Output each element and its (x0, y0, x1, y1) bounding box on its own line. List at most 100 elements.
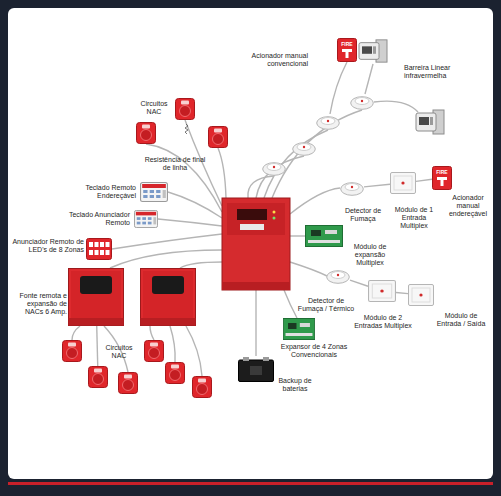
device-label: Módulo de expansão Multiplex (344, 243, 396, 267)
control-panel (273, 211, 276, 214)
device-icon (305, 225, 343, 247)
control-panel (237, 209, 267, 220)
device-label: Backup de baterias (270, 377, 320, 393)
device-icon (69, 269, 124, 326)
device-icon (134, 210, 157, 227)
device-icon (409, 285, 434, 306)
device-node: Backup de baterias (238, 356, 274, 382)
nac-device (119, 373, 138, 394)
device-icon (433, 167, 452, 190)
device-icon (134, 210, 158, 228)
device-icon (176, 99, 195, 120)
wire (284, 290, 297, 318)
wire (72, 326, 80, 340)
control-panel (273, 217, 276, 220)
device-icon (408, 284, 434, 306)
device-node: Módulo de 2 Entradas Multiplex (368, 280, 396, 302)
device-icon (327, 271, 350, 284)
end-of-line-resistor (185, 124, 188, 134)
control-panel (227, 203, 285, 235)
device-icon (175, 98, 195, 120)
nac-device (63, 123, 228, 398)
page-frame (8, 8, 493, 485)
device-node: Módulo de expansão Multiplex (305, 225, 343, 247)
wire (168, 192, 222, 218)
smoke-detector (263, 163, 286, 176)
device-icon (283, 319, 314, 340)
device-icon (86, 238, 112, 260)
device-label: Fonte remota e expansão de NACs 6 Amp. (12, 292, 67, 316)
device-label: Circuitos NAC (134, 100, 174, 116)
device-label: Detector de Fumaça / Térmico (296, 297, 356, 313)
device-node: Teclado Anunciador Remoto (134, 210, 158, 228)
device-icon (326, 268, 350, 284)
control-panel (222, 282, 290, 290)
device-icon (140, 182, 168, 202)
device-icon (89, 367, 108, 388)
wire (112, 234, 222, 249)
wire-connector (364, 184, 390, 187)
device-label: Barreira Linear infravermelha (404, 64, 466, 80)
wire (248, 176, 274, 198)
device-icon (369, 281, 396, 302)
nac-device (166, 363, 185, 384)
wire (170, 326, 175, 362)
device-node: Anunciador Remoto de LED's de 8 Zonas (86, 238, 112, 260)
smoke-detector (317, 117, 340, 130)
device-label: Teclado Anunciador Remoto (50, 211, 130, 227)
wire (186, 326, 202, 376)
device-marking: FIRE (337, 41, 357, 47)
smoke-detector (263, 97, 374, 176)
device-node: Acionador manual endereçávelFIRE (432, 166, 452, 190)
wire (218, 148, 226, 198)
wire (150, 326, 154, 340)
device-icon (358, 38, 388, 64)
wire (365, 64, 373, 94)
device-node: Expansor de 4 Zonas Convencionais (283, 318, 315, 340)
device-label: Teclado Remoto Endereçável (64, 184, 136, 200)
beam-unit (416, 110, 444, 134)
page-frame (8, 8, 493, 479)
wire (330, 62, 347, 114)
device-node: Barreira Linear infravermelha (358, 38, 388, 64)
device-label: Expansor de 4 Zonas Convencionais (280, 343, 348, 359)
smoke-detector (351, 97, 374, 110)
nac-device (145, 341, 164, 362)
nac-device (193, 377, 212, 398)
device-label: Circuitos NAC (98, 344, 140, 360)
device-icon (390, 172, 416, 194)
nac-device (63, 341, 82, 362)
device-icon (68, 268, 124, 326)
device-node: Módulo de 1 Entrada Multiplex (390, 172, 416, 194)
wire (255, 290, 256, 356)
smoke-detector (293, 143, 316, 156)
nac-device (209, 127, 228, 148)
device-icon (239, 357, 274, 382)
device-node: Acionador manual convencionalFIRE (337, 38, 357, 62)
device-node: Teclado Remoto Endereçável (140, 182, 168, 202)
device-icon (141, 183, 168, 202)
wire-connector (396, 292, 408, 293)
device-icon (368, 280, 396, 302)
device-node: Módulo de Entrada / Saída (408, 284, 434, 306)
device-node: Fonte remota e expansão de NACs 6 Amp. (68, 268, 124, 326)
end-of-line-resistor (185, 124, 188, 134)
wire (256, 156, 304, 198)
device-label: Anunciador Remoto de LED's de 8 Zonas (10, 238, 84, 254)
wire-connector (416, 179, 432, 181)
wire-connector (350, 280, 368, 286)
control-panel (222, 198, 290, 290)
control-panel (222, 198, 290, 290)
device-label: Detector de Fumaça (338, 207, 388, 223)
device-icon (283, 318, 315, 340)
device-label: Módulo de Entrada / Saída (432, 312, 490, 328)
device-icon (341, 183, 364, 196)
device-marking: FIRE (432, 169, 452, 175)
device-node: Detector de Fumaça (340, 180, 364, 196)
wire (374, 101, 418, 112)
device-icon (88, 366, 108, 388)
wire (180, 262, 222, 268)
device-icon (391, 173, 416, 194)
device-node: Circuitos NAC (175, 98, 195, 120)
